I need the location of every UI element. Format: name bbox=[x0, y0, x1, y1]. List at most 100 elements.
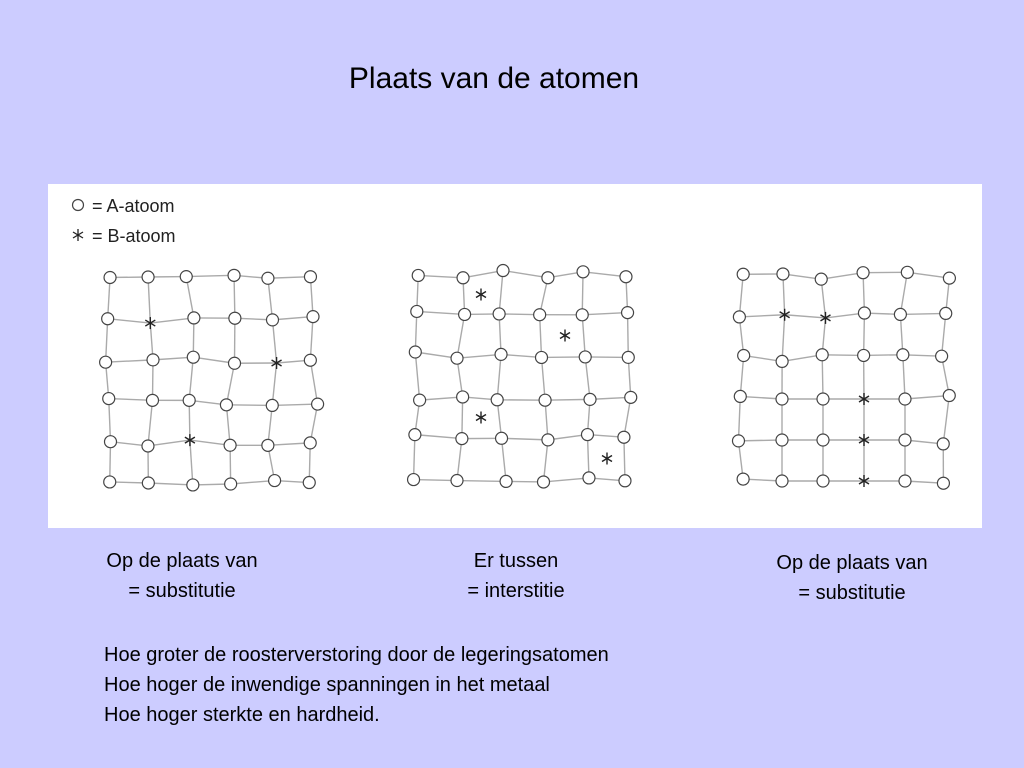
lattice-bond bbox=[907, 271, 950, 279]
b-atom bbox=[858, 475, 870, 487]
b-atom bbox=[475, 288, 487, 301]
lattice-bond bbox=[309, 360, 319, 405]
legend-a-atom: = A-atoom bbox=[70, 196, 175, 217]
lattice-bond bbox=[821, 271, 864, 280]
lattice-bond bbox=[309, 276, 314, 317]
lattice-bond bbox=[781, 314, 786, 362]
lattice-bond bbox=[416, 310, 465, 316]
lattice-bond bbox=[904, 394, 950, 400]
lattice-bond bbox=[899, 314, 904, 355]
lattice-bond bbox=[106, 277, 111, 319]
a-atom bbox=[413, 393, 427, 407]
a-atom bbox=[496, 263, 510, 278]
lattice-bond bbox=[584, 356, 591, 400]
lattice-bond bbox=[271, 362, 278, 406]
a-atom bbox=[103, 475, 117, 489]
a-atom bbox=[578, 350, 592, 364]
lattice-bond bbox=[545, 398, 591, 401]
a-atom bbox=[731, 434, 746, 448]
lattice-bond bbox=[413, 478, 458, 482]
a-atom bbox=[942, 271, 957, 285]
lattice-bond bbox=[225, 363, 236, 405]
a-atom bbox=[856, 266, 870, 280]
lattice-bond bbox=[862, 313, 866, 356]
lattice-bond bbox=[189, 439, 231, 446]
a-atom bbox=[103, 270, 117, 285]
a-atom bbox=[815, 348, 829, 362]
a-atom bbox=[624, 390, 638, 404]
a-atom bbox=[101, 312, 115, 326]
page-title: Plaats van de atomen bbox=[0, 62, 988, 96]
a-atom bbox=[618, 474, 632, 488]
a-atom bbox=[737, 348, 751, 363]
lattice-bond bbox=[940, 313, 947, 357]
lattice-bond bbox=[940, 356, 950, 396]
lattice-bond bbox=[782, 273, 786, 315]
lattice-bond bbox=[267, 278, 274, 320]
lattice-bond bbox=[738, 274, 744, 317]
lattice-bond bbox=[626, 312, 629, 358]
lattice-bond bbox=[272, 315, 314, 321]
a-atom bbox=[736, 267, 750, 281]
lattice-bond bbox=[942, 395, 950, 444]
lattice-bond bbox=[902, 354, 906, 400]
lattice-bond bbox=[108, 398, 112, 442]
b-atom bbox=[779, 308, 791, 321]
a-atom bbox=[942, 388, 956, 403]
a-atom bbox=[303, 270, 318, 284]
b-atom bbox=[559, 329, 571, 342]
a-atom bbox=[99, 355, 113, 369]
a-atom bbox=[898, 433, 912, 447]
a-atom bbox=[936, 476, 951, 490]
a-atom bbox=[582, 471, 596, 485]
a-atom bbox=[775, 354, 789, 369]
lattice-bond bbox=[739, 314, 785, 318]
caption-line: = substitutie bbox=[128, 580, 236, 602]
a-atom bbox=[302, 475, 316, 490]
a-atom bbox=[893, 307, 907, 322]
lattice-bond bbox=[151, 359, 154, 401]
caption-line: = interstitie bbox=[467, 580, 565, 602]
a-atom bbox=[265, 398, 279, 412]
a-atom bbox=[619, 270, 633, 284]
lattice-bond bbox=[225, 404, 231, 446]
a-atom bbox=[776, 267, 790, 281]
a-atom bbox=[816, 392, 830, 406]
conclusion-line: Hoe hoger sterkte en hardheid. bbox=[104, 704, 380, 726]
a-atom bbox=[494, 347, 508, 361]
lattice-bond bbox=[462, 269, 504, 279]
lattice-bond bbox=[500, 353, 542, 359]
a-atom bbox=[141, 439, 155, 453]
lattice-bond bbox=[501, 437, 548, 441]
a-atom bbox=[455, 432, 469, 446]
a-atom bbox=[261, 271, 275, 285]
a-atom bbox=[141, 270, 155, 284]
a-atom bbox=[494, 431, 509, 445]
lattice-bond bbox=[582, 271, 627, 278]
a-atom bbox=[408, 428, 422, 442]
caption-line: Op de plaats van bbox=[106, 550, 258, 572]
lattice-bond bbox=[456, 353, 502, 359]
lattice-bond bbox=[419, 396, 463, 401]
a-atom bbox=[265, 313, 280, 327]
legend-b-atom: = B-atoom bbox=[70, 226, 176, 247]
lattice-bond bbox=[189, 440, 194, 485]
a-atom bbox=[146, 353, 160, 367]
a-atom bbox=[179, 270, 193, 284]
b-atom bbox=[475, 411, 487, 424]
a-atom bbox=[141, 476, 155, 490]
lattice-bond bbox=[739, 355, 745, 397]
a-atom bbox=[145, 393, 160, 407]
lattice-bond bbox=[105, 359, 154, 363]
lattice-bond bbox=[107, 318, 151, 324]
a-atom bbox=[533, 308, 547, 322]
a-atom bbox=[186, 478, 200, 492]
a-atom bbox=[732, 310, 746, 324]
a-atom bbox=[733, 389, 747, 403]
a-atom bbox=[103, 435, 118, 449]
a-atom bbox=[187, 311, 201, 325]
b-atom bbox=[184, 434, 196, 447]
lattice-bond bbox=[623, 397, 632, 438]
conclusion-line: Hoe hoger de inwendige spanningen in het… bbox=[104, 674, 550, 696]
a-atom bbox=[267, 473, 282, 488]
